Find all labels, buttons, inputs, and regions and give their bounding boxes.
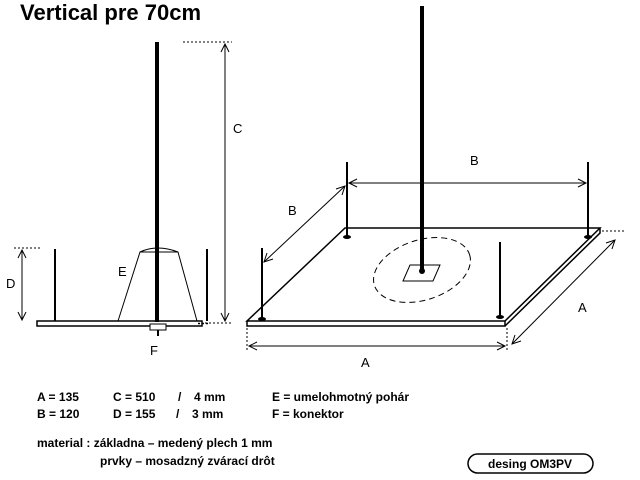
legend-slash-1: / [178, 390, 182, 404]
side-view: C D E F [6, 41, 242, 358]
base-plate-front [246, 321, 506, 327]
credit-badge [467, 453, 594, 474]
perspective-radiator [420, 6, 424, 270]
label-d: D [6, 276, 15, 291]
cup-footprint [373, 237, 471, 303]
legend-4mm: 4 mm [194, 390, 225, 404]
legend-d: D = 155 [113, 407, 156, 421]
dim-d-arrow-bottom [17, 311, 27, 322]
label-f: F [150, 343, 158, 358]
side-radiator [155, 42, 159, 322]
radial-foot-front-right [496, 315, 504, 319]
radial-foot-front-left [258, 317, 266, 321]
radial-foot-back-right [584, 235, 592, 239]
dim-c-arrow-bottom [220, 312, 230, 323]
radial-foot-back-left [343, 235, 351, 239]
material-line-2: prvky – mosadzný zvárací drôt [100, 454, 275, 468]
legend: A = 135 C = 510 / 4 mm E = umelohmotný p… [37, 390, 409, 468]
label-b-top: B [470, 153, 479, 168]
label-c: C [233, 121, 242, 136]
material-line-1: material : základna – medený plech 1 mm [37, 436, 272, 450]
legend-e: E = umelohmotný pohár [272, 390, 409, 404]
legend-f: F = konektor [272, 407, 344, 421]
connector [149, 323, 167, 331]
dim-a-bottom-arrow-right [496, 341, 507, 351]
credit-text: desing OM3PV [488, 457, 572, 471]
legend-a: A = 135 [37, 390, 79, 404]
legend-c: C = 510 [113, 390, 156, 404]
dim-c-arrow-top [220, 42, 230, 53]
cup-top [139, 247, 179, 253]
dim-b-diag-arrow-top [335, 185, 346, 196]
diagram-title: Vertical pre 70cm [20, 0, 201, 25]
label-e: E [118, 264, 127, 279]
side-ground-plate [36, 320, 203, 327]
dim-b-diagonal [263, 185, 346, 263]
dim-a-diagonal [511, 239, 616, 345]
label-a-bottom: A [361, 355, 370, 370]
legend-slash-2: / [176, 407, 180, 421]
base-plate-side [504, 228, 601, 327]
plastic-cup [117, 251, 198, 322]
dim-d-arrow-top [17, 248, 27, 259]
label-b-diagonal: B [288, 203, 297, 218]
legend-3mm: 3 mm [192, 407, 223, 421]
label-a-diagonal: A [578, 300, 587, 315]
dim-a-diag-arrow-bottom [511, 334, 522, 345]
dim-b-diag-arrow-bottom [263, 252, 274, 263]
dim-a-diag-arrow-top [605, 239, 616, 250]
dim-b-top-arrow-right [577, 178, 588, 188]
dim-a-bottom-arrow-left [247, 341, 258, 351]
perspective-view: B B A A [245, 6, 624, 370]
legend-b: B = 120 [37, 407, 80, 421]
dim-b-top-arrow-left [347, 178, 358, 188]
